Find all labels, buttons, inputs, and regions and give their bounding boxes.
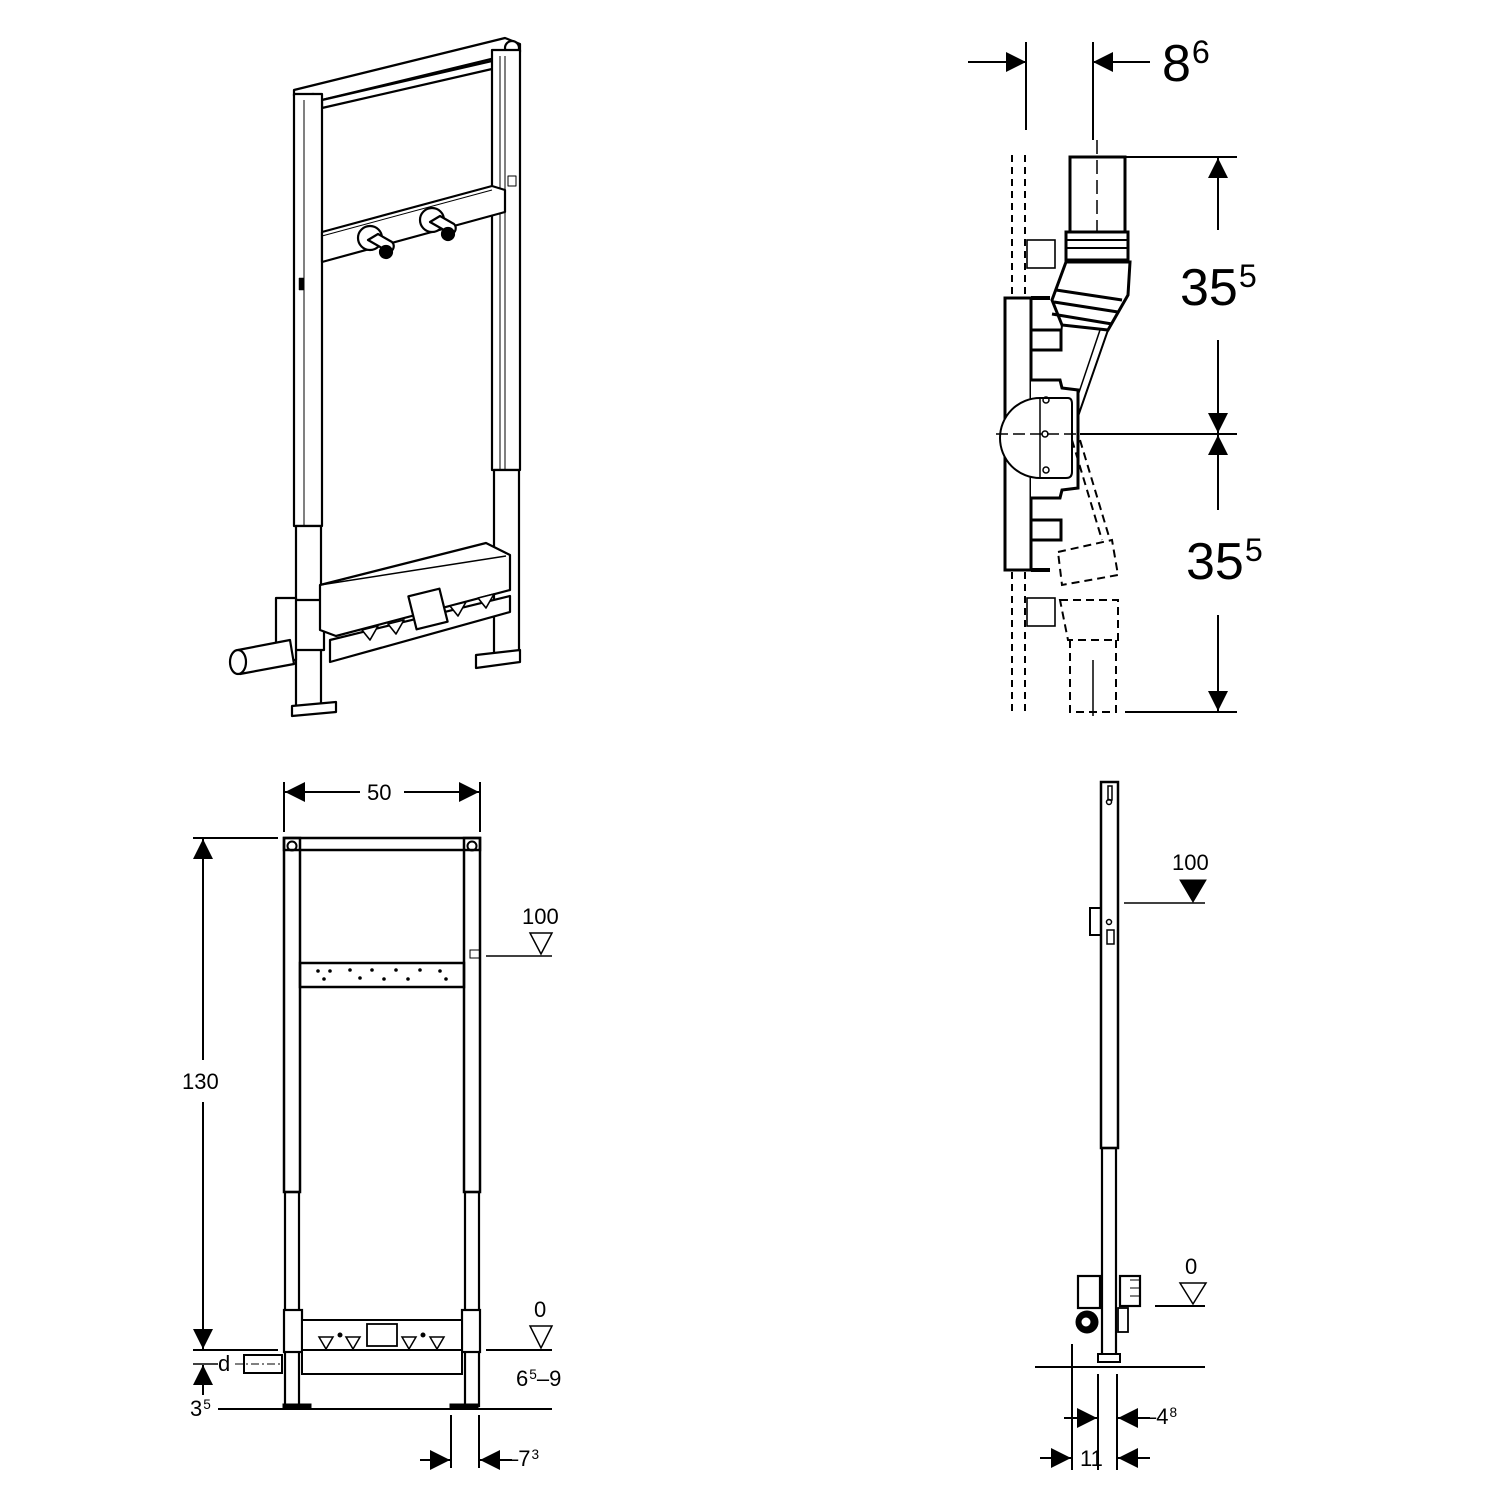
dim-width-label: 50: [367, 780, 392, 805]
side-view-drawing: [1035, 780, 1208, 1470]
dim-floor-range-label: 65–9: [516, 1366, 562, 1391]
side-level-100-label: 100: [1172, 850, 1209, 875]
drain-side-view-drawing: [968, 42, 1237, 716]
front-view-drawing: [193, 782, 554, 1470]
dim-depth-inner-label: –48: [1144, 1404, 1178, 1429]
dim-foot-width-label: –73: [506, 1446, 540, 1471]
side-level-0-label: 0: [1185, 1254, 1198, 1279]
level-100-label: 100: [522, 904, 559, 929]
dim-top-offset-label: 86: [1162, 34, 1210, 93]
dim-pipe-height-label: 35: [190, 1396, 211, 1421]
dim-upper-height-label: 355: [1180, 258, 1257, 317]
dim-lower-height-label: 355: [1186, 532, 1263, 591]
pipe-diameter-label: d: [218, 1351, 231, 1376]
level-0-label: 0: [534, 1297, 547, 1322]
dim-depth-total-label: 11: [1080, 1446, 1103, 1471]
isometric-frame-drawing: [228, 36, 522, 718]
dim-height-label: 130: [182, 1069, 219, 1094]
